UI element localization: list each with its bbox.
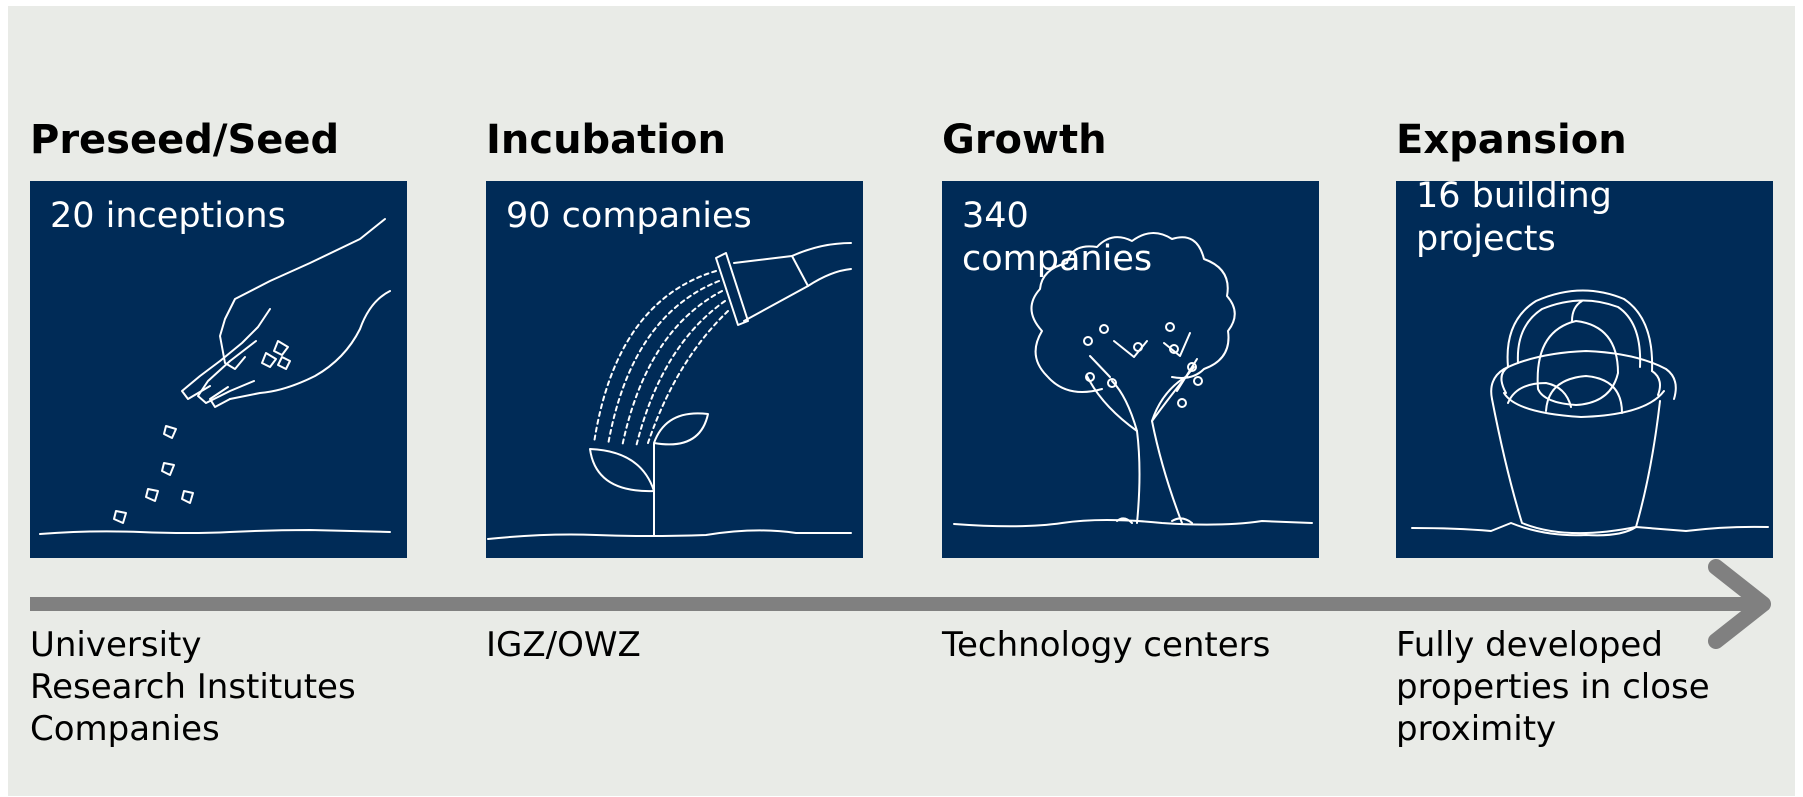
description-line: Research Institutes xyxy=(30,667,356,707)
stage-card: 90 companies xyxy=(486,181,863,558)
stage-card: 340 companies xyxy=(942,181,1319,558)
stage-card: 16 building projects xyxy=(1396,181,1773,558)
stage-title: Growth xyxy=(942,117,1107,163)
stage-count: 340 companies xyxy=(962,196,1153,279)
stage-title: Incubation xyxy=(486,117,726,163)
stage-description: University Research Institutes Companies xyxy=(30,624,410,750)
description-line: Companies xyxy=(30,709,220,749)
stage-card: 20 inceptions xyxy=(30,181,407,558)
stage-count: 90 companies xyxy=(506,196,752,236)
fruit-basket-icon xyxy=(1411,289,1769,537)
stage-title: Expansion xyxy=(1396,117,1627,163)
stage-description: Fully developed properties in close prox… xyxy=(1396,624,1776,750)
watering-can-sprout-icon xyxy=(487,242,852,540)
description-line: proximity xyxy=(1396,709,1557,749)
description-line: Technology centers xyxy=(942,625,1271,665)
hand-sowing-seeds-icon xyxy=(39,218,391,535)
timeline-arrow-head xyxy=(1708,559,1771,649)
stage-title: Preseed/Seed xyxy=(30,117,340,163)
description-line: properties in close xyxy=(1396,667,1710,707)
description-line: IGZ/OWZ xyxy=(486,625,641,665)
tree-icon xyxy=(953,232,1313,528)
stage-description: IGZ/OWZ xyxy=(486,624,866,666)
description-line: University xyxy=(30,625,202,665)
stage-count: 20 inceptions xyxy=(50,196,286,236)
timeline-arrow xyxy=(30,559,1771,649)
stage-description: Technology centers xyxy=(942,624,1322,666)
stage-count: 16 building projects xyxy=(1416,181,1612,259)
timeline-arrow-shaft xyxy=(30,597,1760,611)
description-line: Fully developed xyxy=(1396,625,1663,665)
